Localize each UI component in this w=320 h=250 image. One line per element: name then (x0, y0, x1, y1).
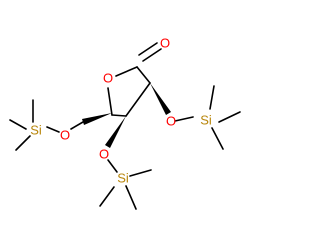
silicon-c5-label: Si (30, 123, 42, 138)
wedge-c4-ch2 (82, 113, 112, 125)
bond-si5-methyl-bottom (15, 135, 31, 151)
bond-carbonyl-b (138, 42, 158, 56)
bond-ring-c1-o4 (115, 66, 138, 77)
ring-oxygen-label: O (103, 71, 113, 86)
oxygen-c5-label: O (60, 128, 70, 143)
bond-ring-o4-c4 (107, 87, 113, 116)
bond-si2-methyl-bottom (211, 127, 224, 150)
silicon-c2-label: Si (200, 113, 212, 128)
bond-ring-c2-c1 (136, 66, 151, 84)
silicon-c3-label: Si (117, 171, 129, 186)
oxygen-c3-label: O (99, 147, 109, 162)
carbonyl-oxygen-label: O (160, 36, 170, 51)
bond-carbonyl-a (142, 48, 162, 62)
bond-si2-methyl-right (218, 111, 241, 123)
molecule-structure: O O O O O Si Si Si (9, 36, 241, 210)
bond-o2-si (174, 116, 194, 122)
bond-ch2-o5 (70, 121, 84, 130)
wedge-c2-o2 (150, 83, 171, 115)
bond-si2-methyl-top (209, 85, 215, 110)
bond-si3-methyl-right (129, 169, 152, 177)
bond-ring-c3-c2 (125, 82, 151, 117)
bond-o3-si (107, 159, 118, 173)
bond-si3-methyl-bottom (125, 185, 137, 210)
oxygen-c2-label: O (166, 114, 176, 129)
wedge-c3-o3 (105, 116, 126, 148)
bond-si5-methyl-left (9, 119, 27, 130)
bond-ring-c4-c3 (111, 114, 127, 117)
bond-si3-methyl-left (99, 186, 115, 207)
bond-o5-si (46, 126, 60, 133)
